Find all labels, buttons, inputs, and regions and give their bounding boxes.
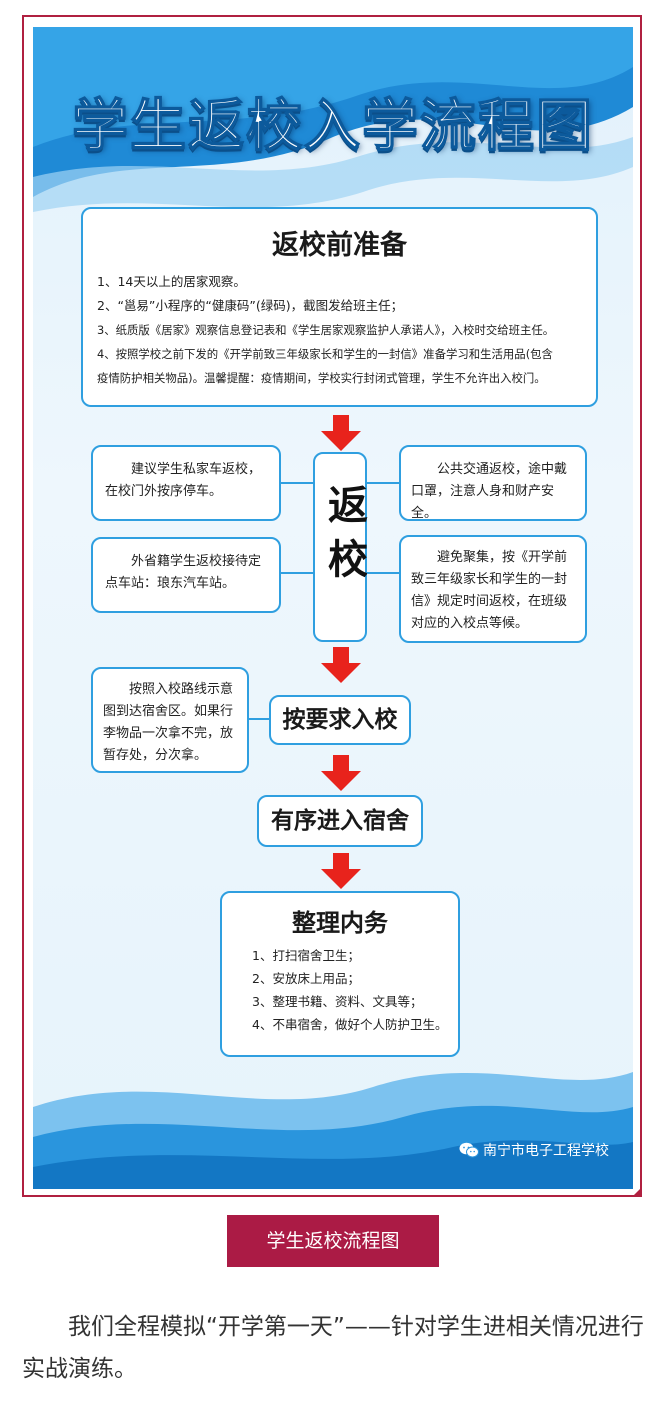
return-right-top-text: 公共交通返校，途中戴口罩，注意人身和财产安全。 [411,462,568,521]
connector-left-top [281,482,313,484]
enter-label: 按要求入校 [282,707,398,733]
dorm-box: 有序进入宿舍 [257,795,423,847]
tidy-line-1: 1、打扫宿舍卫生； [252,948,360,963]
prep-title: 返校前准备 [272,230,407,261]
down-arrow-3 [321,755,361,791]
prep-box: 返校前准备 1、14天以上的居家观察。 2、“邕易”小程序的“健康码”(绿码)，… [81,207,598,407]
return-right-bottom-text: 避免聚集，按《开学前致三年级家长和学生的一封信》规定时间返校，在班级对应的入校点… [411,550,568,631]
return-right-top-box: 公共交通返校，途中戴口罩，注意人身和财产安全。 [399,445,587,521]
connector-enter [249,718,269,720]
article-paragraph: 我们全程模拟“开学第一天”——针对学生进相关情况进行实战演练。 [22,1314,644,1382]
down-arrow-1 [321,415,361,451]
prep-line-1: 1、14天以上的居家观察。 [97,274,246,289]
return-right-bottom-box: 避免聚集，按《开学前致三年级家长和学生的一封信》规定时间返校，在班级对应的入校点… [399,535,587,643]
tidy-line-4: 4、不串宿舍，做好个人防护卫生。 [252,1017,448,1032]
poster-title: 学生返校入学流程图 [71,93,594,160]
wechat-icon [459,1142,479,1158]
prep-line-5: 疫情防护相关物品)。温馨提醒：疫情期间，学校实行封闭式管理，学生不允许出入校门。 [97,371,546,385]
return-center-box: 返校 [313,452,367,642]
enter-box: 按要求入校 [269,695,411,745]
image-caption: 学生返校流程图 [227,1215,439,1267]
enter-note-text: 按照入校路线示意图到达宿舍区。如果行李物品一次拿不完，放暂存处，分次拿。 [103,682,234,763]
return-center-label: 返校 [321,484,367,592]
image-frame [22,15,642,1197]
prep-line-3: 3、纸质版《居家》观察信息登记表和《学生居家观察监护人承诺人》，入校时交给班主任… [97,323,555,337]
connector-right-bottom [367,572,399,574]
return-left-top-box: 建议学生私家车返校，在校门外按序停车。 [91,445,281,521]
prep-line-4: 4、按照学校之前下发的《开学前致三年级家长和学生的一封信》准备学习和生活用品(包… [97,347,553,361]
tidy-line-2: 2、安放床上用品； [252,971,360,986]
tidy-box: 整理内务 1、打扫宿舍卫生； 2、安放床上用品； 3、整理书籍、资料、文具等； … [220,891,460,1057]
enter-note-box: 按照入校路线示意图到达宿舍区。如果行李物品一次拿不完，放暂存处，分次拿。 [91,667,249,773]
school-brand: 南宁市电子工程学校 [459,1140,609,1160]
flowchart-poster: 学生返校入学流程图 返校前准备 1、14天以上的居家观察。 2、“邕易”小程序的… [33,27,633,1189]
return-left-top-text: 建议学生私家车返校，在校门外按序停车。 [105,462,262,499]
prep-line-2: 2、“邕易”小程序的“健康码”(绿码)，截图发给班主任； [97,298,404,313]
background-waves [33,27,633,1189]
down-arrow-4 [321,853,361,889]
return-left-bottom-text: 外省籍学生返校接待定点车站：琅东汽车站。 [105,554,262,591]
tidy-line-3: 3、整理书籍、资料、文具等； [252,994,423,1009]
connector-right-top [367,482,399,484]
frame-corner [632,1187,642,1197]
connector-left-bottom [281,572,313,574]
brand-text: 南宁市电子工程学校 [483,1143,609,1159]
dorm-label: 有序进入宿舍 [271,808,409,834]
tidy-title: 整理内务 [292,909,388,937]
return-left-bottom-box: 外省籍学生返校接待定点车站：琅东汽车站。 [91,537,281,613]
down-arrow-2 [321,647,361,683]
